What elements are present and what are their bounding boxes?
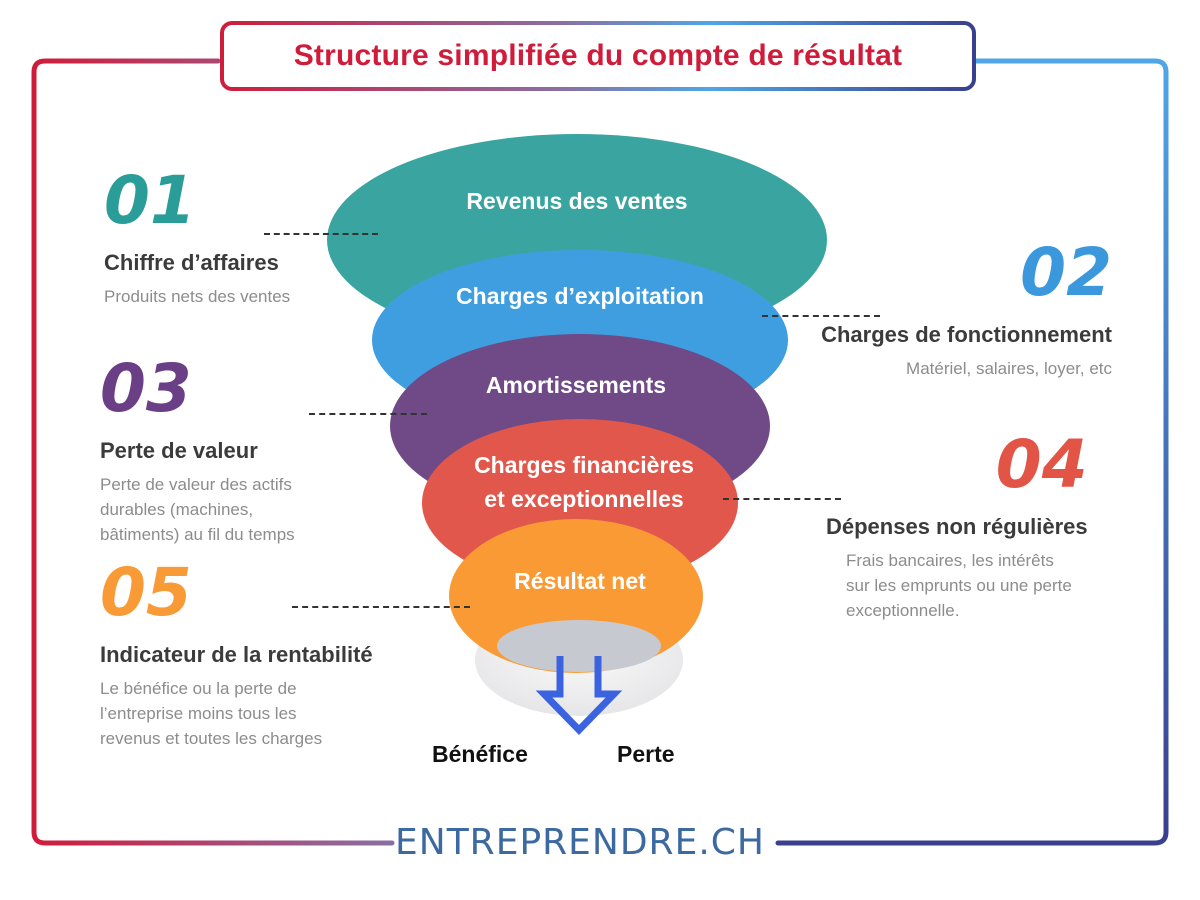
step-description-line: bâtiments) au fil du temps xyxy=(100,525,295,544)
step-description-line: Le bénéfice ou la perte de xyxy=(100,679,297,698)
step-description-line: exceptionnelle. xyxy=(846,601,960,620)
step-number: 01 xyxy=(104,162,196,239)
funnel-label-financieres-line-2: et exceptionnelles xyxy=(484,486,684,512)
step-01: 01 Chiffre d’affaires Produits nets des … xyxy=(104,168,290,309)
outcome-profit: Bénéfice xyxy=(432,741,528,767)
step-description-line: l’entreprise moins tous les xyxy=(100,704,297,723)
step-description-line: durables (machines, xyxy=(100,500,254,519)
step-heading: Perte de valeur xyxy=(100,438,258,463)
connector-01 xyxy=(264,233,378,235)
step-description: Produits nets des ventes xyxy=(104,287,291,306)
funnel-label-financieres-line-1: Charges financières xyxy=(474,452,694,478)
step-heading: Chiffre d’affaires xyxy=(104,250,279,275)
step-number: 04 xyxy=(995,426,1088,503)
step-heading: Indicateur de la rentabilité xyxy=(100,642,373,667)
connector-02 xyxy=(762,315,880,317)
connector-04 xyxy=(723,498,841,500)
funnel-label-exploitation: Charges d’exploitation xyxy=(456,283,704,309)
step-description: Perte de valeur des actifs durables (mac… xyxy=(100,472,295,547)
funnel-hole xyxy=(497,620,661,672)
step-heading: Dépenses non régulières xyxy=(826,514,1088,539)
step-description-line: revenus et toutes les charges xyxy=(100,729,323,748)
connector-05 xyxy=(292,606,470,608)
footer-brand: ENTREPRENDRE.CH xyxy=(395,822,765,863)
title-box: Structure simplifiée du compte de résult… xyxy=(220,21,976,91)
step-04: 04 Dépenses non régulières Frais bancair… xyxy=(826,432,1088,623)
step-number: 03 xyxy=(100,350,192,427)
connector-03 xyxy=(309,413,427,415)
step-heading: Charges de fonctionnement xyxy=(821,322,1112,347)
funnel-label-resultat: Résultat net xyxy=(514,568,646,594)
step-description-line: Perte de valeur des actifs xyxy=(100,475,292,494)
outcome-loss: Perte xyxy=(617,741,675,767)
step-03: 03 Perte de valeur Perte de valeur des a… xyxy=(100,356,295,547)
step-number: 02 xyxy=(1020,234,1112,311)
step-description-line: Frais bancaires, les intérêts xyxy=(846,551,1054,570)
step-description: Le bénéfice ou la perte de l’entreprise … xyxy=(100,676,373,751)
step-description: Matériel, salaires, loyer, etc xyxy=(906,359,1112,378)
split-arrow-icon xyxy=(535,656,623,736)
step-05: 05 Indicateur de la rentabilité Le bénéf… xyxy=(100,560,373,751)
step-02: 02 Charges de fonctionnement Matériel, s… xyxy=(821,240,1112,381)
step-number: 05 xyxy=(100,554,192,631)
step-description: Frais bancaires, les intérêts sur les em… xyxy=(826,548,1088,623)
funnel-label-revenus: Revenus des ventes xyxy=(466,188,688,214)
step-description-line: sur les emprunts ou une perte xyxy=(846,576,1072,595)
page-title: Structure simplifiée du compte de résult… xyxy=(293,39,903,72)
funnel-label-amortissements: Amortissements xyxy=(485,372,667,398)
funnel-label-financieres: Charges financières et exceptionnelles xyxy=(434,448,734,516)
